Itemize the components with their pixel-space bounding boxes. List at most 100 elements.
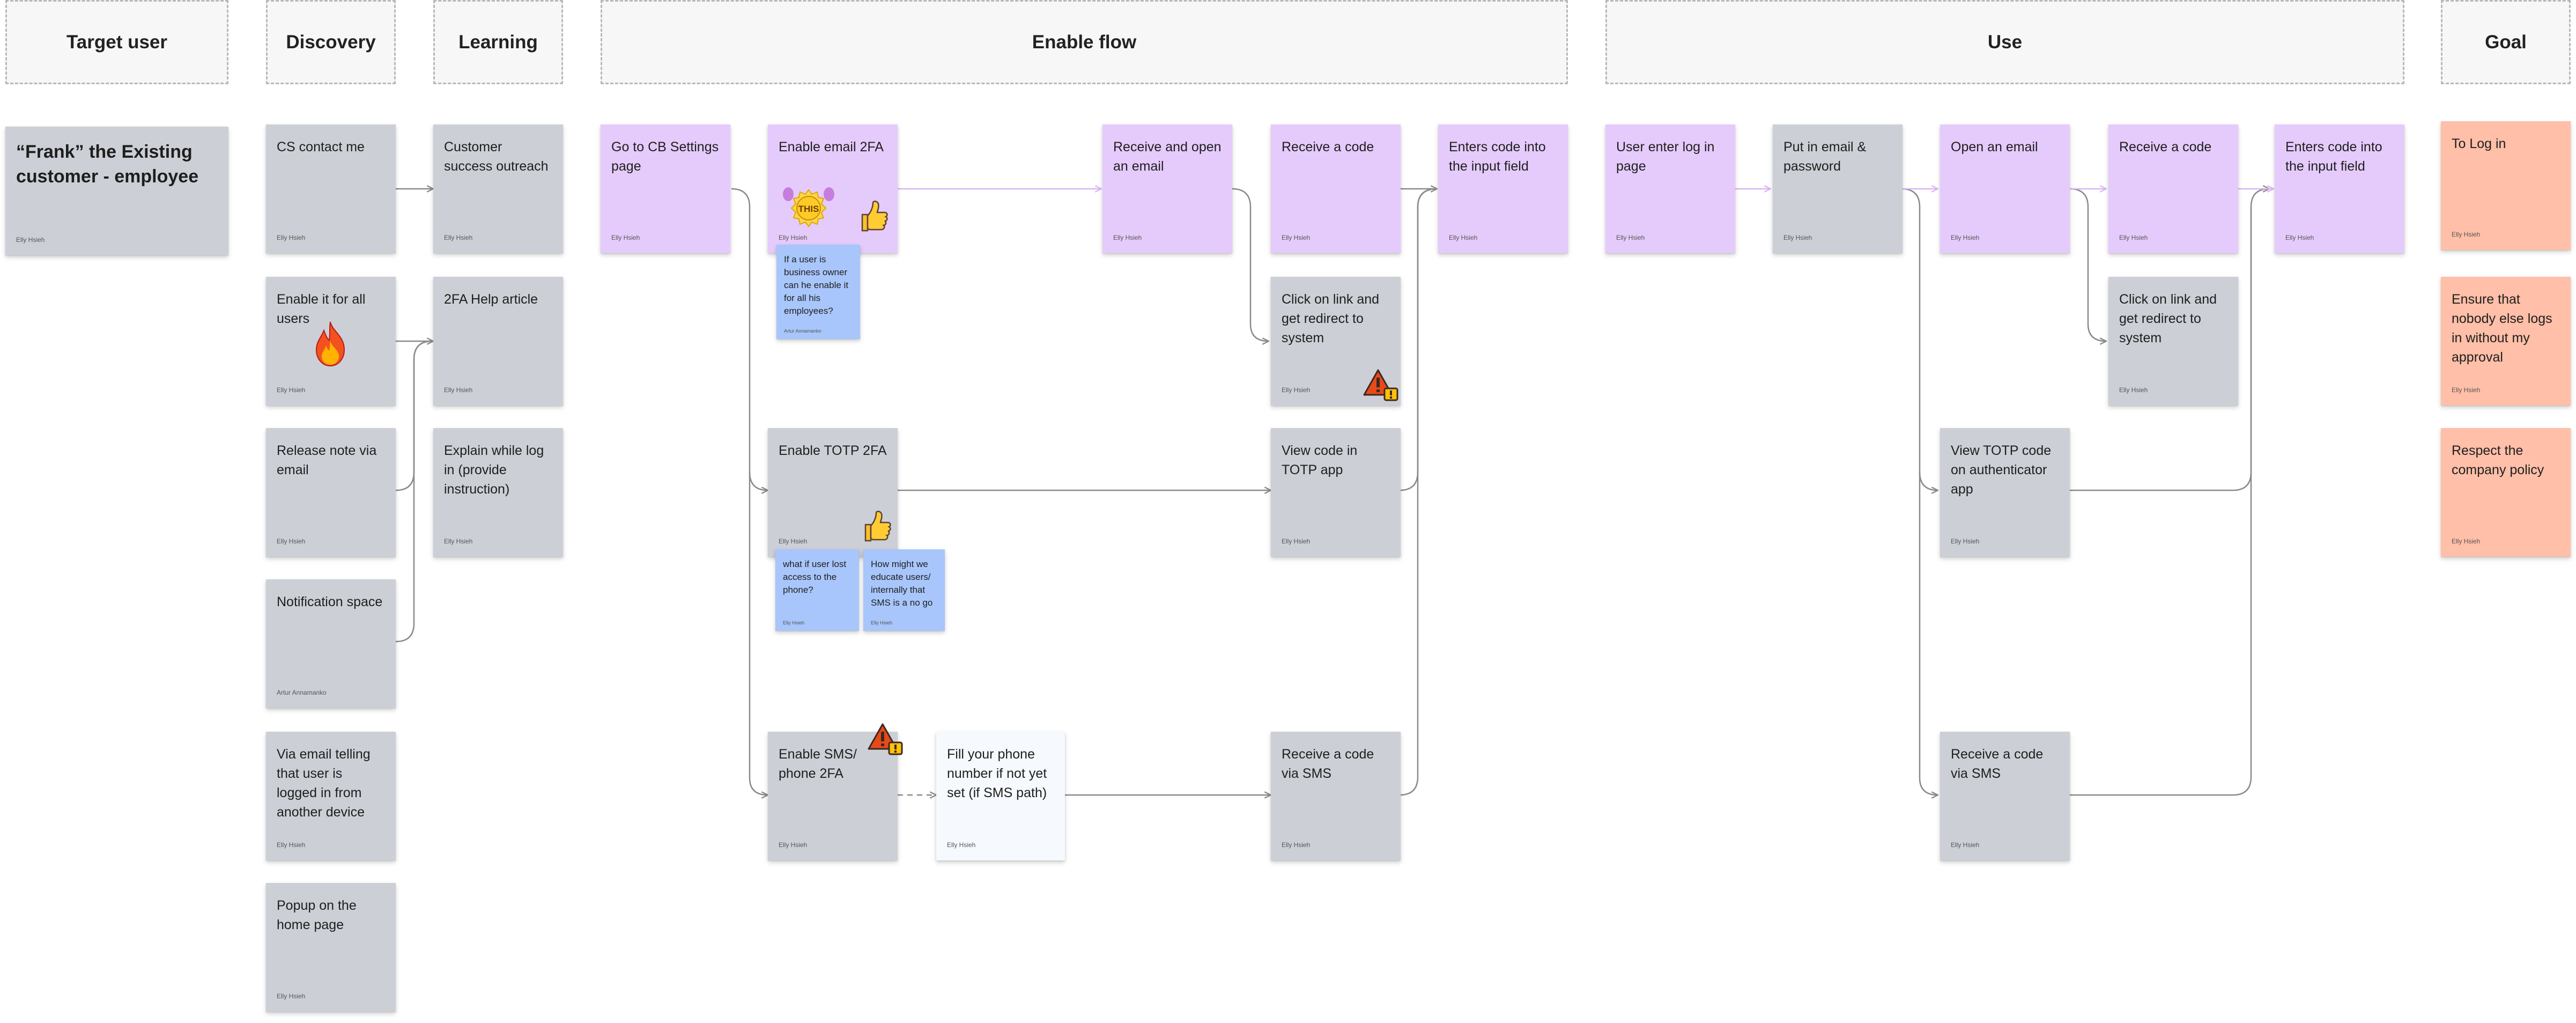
- sticky-note-text: Explain while log in (provide instructio…: [444, 443, 544, 497]
- sticky-note-author: Elly Hsieh: [871, 620, 893, 625]
- sticky-note-text: Go to CB Settings page: [611, 139, 719, 174]
- this-badge-icon[interactable]: THIS: [781, 182, 837, 236]
- sticky-note-to-log-in[interactable]: To Log in Elly Hsieh: [2441, 121, 2571, 250]
- sticky-note-open-email[interactable]: Open an email Elly Hsieh: [1940, 124, 2070, 253]
- sticky-note-author: Elly Hsieh: [277, 538, 306, 545]
- sticky-note-explain-login[interactable]: Explain while log in (provide instructio…: [433, 428, 563, 557]
- sticky-note-user-login-page[interactable]: User enter log in page Elly Hsieh: [1605, 124, 1735, 253]
- sticky-note-receive-open-email[interactable]: Receive and open an email Elly Hsieh: [1102, 124, 1232, 253]
- sticky-note-text: Receive a code: [2119, 139, 2212, 154]
- sticky-note-author: Elly Hsieh: [779, 841, 808, 849]
- column-header-enable-flow: Enable flow: [601, 0, 1568, 84]
- sticky-note-author: Elly Hsieh: [2119, 234, 2148, 241]
- sticky-note-nobody-else[interactable]: Ensure that nobody else logs in without …: [2441, 277, 2571, 406]
- sticky-note-release-note[interactable]: Release note via email Elly Hsieh: [266, 428, 396, 557]
- sticky-note-lost-phone-question[interactable]: what if user lost access to the phone? E…: [775, 549, 859, 631]
- sticky-note-text: Receive a code via SMS: [1951, 747, 2044, 781]
- sticky-note-author: Elly Hsieh: [611, 234, 640, 241]
- sticky-note-text: Click on link and get redirect to system: [2119, 292, 2217, 345]
- sticky-note-author: Elly Hsieh: [1783, 234, 1812, 241]
- thumbs-up-icon[interactable]: [861, 510, 892, 543]
- sticky-note-author: Elly Hsieh: [2285, 234, 2314, 241]
- sticky-note-view-totp-auth[interactable]: View TOTP code on authenticator app Elly…: [1940, 428, 2070, 557]
- sticky-note-email-password[interactable]: Put in email & password Elly Hsieh: [1773, 124, 1903, 253]
- sticky-note-author: Elly Hsieh: [1951, 234, 1980, 241]
- sticky-note-help-article[interactable]: 2FA Help article Elly Hsieh: [433, 277, 563, 406]
- column-header-learning: Learning: [433, 0, 563, 84]
- sticky-note-text: Popup on the home page: [277, 898, 357, 932]
- connector: [2069, 207, 2252, 796]
- sticky-note-author: Elly Hsieh: [444, 234, 473, 241]
- sticky-note-author: Elly Hsieh: [1282, 841, 1311, 849]
- column-header-goal: Goal: [2441, 0, 2571, 84]
- connector: [2069, 188, 2106, 341]
- sticky-note-click-link-use[interactable]: Click on link and get redirect to system…: [2108, 277, 2238, 406]
- sticky-note-popup-home[interactable]: Popup on the home page Elly Hsieh: [266, 883, 396, 1012]
- sticky-note-text: To Log in: [2452, 136, 2506, 151]
- sticky-note-cs-contact[interactable]: CS contact me Elly Hsieh: [266, 124, 396, 253]
- sticky-note-text: Ensure that nobody else logs in without …: [2452, 292, 2552, 365]
- sticky-note-author: Elly Hsieh: [2119, 386, 2148, 394]
- column-header-use: Use: [1605, 0, 2404, 84]
- sticky-note-text: User enter log in page: [1616, 139, 1715, 174]
- connector: [749, 472, 768, 490]
- sticky-note-author: Artur Annamanko: [784, 328, 821, 334]
- sticky-note-business-owner-question[interactable]: If a user is business owner can he enabl…: [776, 245, 860, 339]
- sticky-note-notification-space[interactable]: Notification space Artur Annamanko: [266, 579, 396, 708]
- sticky-note-text: Respect the company policy: [2452, 443, 2544, 477]
- sticky-note-view-totp[interactable]: View code in TOTP app Elly Hsieh: [1271, 428, 1401, 557]
- sticky-note-text: Enters code into the input field: [2285, 139, 2382, 174]
- sticky-note-author: Elly Hsieh: [1951, 841, 1980, 849]
- sticky-note-company-policy[interactable]: Respect the company policy Elly Hsieh: [2441, 428, 2571, 557]
- column-header-target-user: Target user: [5, 0, 228, 84]
- sticky-note-email-other-device[interactable]: Via email telling that user is logged in…: [266, 732, 396, 860]
- sticky-note-text: Notification space: [277, 594, 383, 609]
- warning-icon[interactable]: [1363, 368, 1400, 402]
- connector: [395, 340, 433, 643]
- sticky-note-author: Elly Hsieh: [277, 386, 306, 394]
- sticky-note-author: Elly Hsieh: [444, 386, 473, 394]
- connector: [1232, 188, 1269, 341]
- sticky-note-author: Elly Hsieh: [1282, 386, 1311, 394]
- sticky-note-receive-sms-use[interactable]: Receive a code via SMS Elly Hsieh: [1940, 732, 2070, 860]
- sticky-note-author: Elly Hsieh: [277, 234, 306, 241]
- sticky-note-text: How might we educate users/ internally t…: [871, 559, 933, 608]
- sticky-note-text: Enable email 2FA: [779, 139, 884, 154]
- sticky-note-enter-code[interactable]: Enters code into the input field Elly Hs…: [1438, 124, 1568, 253]
- sticky-note-text: Fill your phone number if not yet set (i…: [947, 747, 1047, 800]
- sticky-note-receive-code-use[interactable]: Receive a code Elly Hsieh: [2108, 124, 2238, 253]
- warning-icon[interactable]: [868, 722, 904, 756]
- sticky-note-text: If a user is business owner can he enabl…: [784, 254, 849, 316]
- sticky-note-author: Elly Hsieh: [947, 841, 976, 849]
- sticky-note-author: Elly Hsieh: [277, 841, 306, 849]
- sticky-note-author: Elly Hsieh: [1951, 538, 1980, 545]
- connector: [1919, 472, 1938, 490]
- fire-icon[interactable]: [311, 320, 350, 367]
- sticky-note-enable-sms-2fa[interactable]: Enable SMS/ phone 2FA Elly Hsieh: [768, 732, 898, 860]
- sticky-note-text: Enable it for all users: [277, 292, 366, 326]
- sticky-note-text: Put in email & password: [1783, 139, 1867, 174]
- sticky-note-author: Elly Hsieh: [277, 992, 306, 1000]
- sticky-note-cs-outreach[interactable]: Customer success outreach Elly Hsieh: [433, 124, 563, 253]
- sticky-note-text: Receive a code: [1282, 139, 1374, 154]
- sticky-note-text: Receive and open an email: [1113, 139, 1222, 174]
- sticky-note-receive-code[interactable]: Receive a code Elly Hsieh: [1271, 124, 1401, 253]
- sticky-note-cb-settings[interactable]: Go to CB Settings page Elly Hsieh: [601, 124, 730, 253]
- sticky-note-text: CS contact me: [277, 139, 365, 154]
- sticky-note-author: Elly Hsieh: [16, 236, 45, 244]
- sticky-note-fill-phone[interactable]: Fill your phone number if not yet set (i…: [936, 732, 1065, 860]
- sticky-note-author: Elly Hsieh: [2452, 386, 2481, 394]
- sticky-note-enter-code-use[interactable]: Enters code into the input field Elly Hs…: [2275, 124, 2404, 253]
- sticky-note-text: 2FA Help article: [444, 292, 538, 307]
- sticky-note-receive-sms[interactable]: Receive a code via SMS Elly Hsieh: [1271, 732, 1401, 860]
- sticky-note-text: Via email telling that user is logged in…: [277, 747, 371, 820]
- thumbs-up-icon[interactable]: [858, 200, 889, 233]
- sticky-note-author: Elly Hsieh: [783, 620, 805, 625]
- sticky-note-author: Artur Annamanko: [277, 689, 327, 696]
- sticky-note-author: Elly Hsieh: [1282, 538, 1311, 545]
- sticky-note-text: View code in TOTP app: [1282, 443, 1358, 477]
- sticky-note-educate-question[interactable]: How might we educate users/ internally t…: [863, 549, 945, 631]
- sticky-note-text: Open an email: [1951, 139, 2038, 154]
- sticky-note-target-user[interactable]: “Frank” the Existing customer - employee…: [5, 127, 228, 255]
